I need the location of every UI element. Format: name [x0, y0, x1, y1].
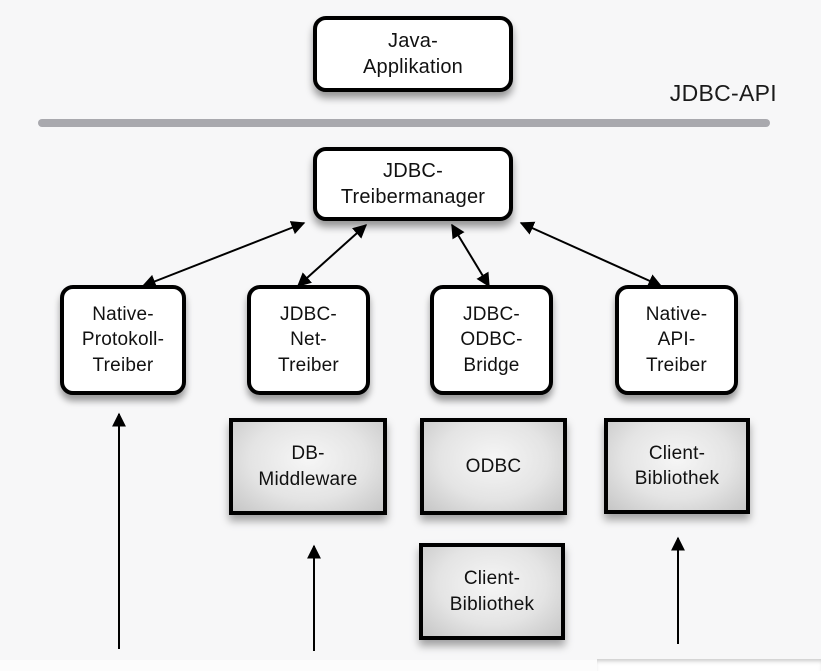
jdbc-api-label: JDBC-API — [669, 80, 777, 106]
node-jdbc-driver-manager: JDBC- Treibermanager — [313, 147, 513, 221]
node-db-middleware-label: DB- Middleware — [258, 443, 358, 490]
node-client-library-bottom: Client- Bibliothek — [419, 543, 565, 640]
node-jdbc-net-driver: JDBC- Net- Treiber — [247, 285, 370, 395]
node-native-protocol-driver: Native- Protokoll- Treiber — [60, 285, 186, 395]
node-client-library-right: Client- Bibliothek — [604, 418, 750, 514]
arrow-drivermanager-jdbc-net — [296, 224, 368, 287]
node-db-middleware: DB- Middleware — [229, 418, 387, 515]
arrow-drivermanager-jdbc-odbc — [451, 223, 490, 288]
node-native-api-driver-label: Native- API- Treiber — [645, 304, 708, 376]
node-client-library-right-label: Client- Bibliothek — [634, 442, 720, 489]
node-jdbc-net-driver-label: JDBC- Net- Treiber — [278, 304, 339, 376]
node-client-library-bottom-label: Client- Bibliothek — [449, 568, 535, 615]
node-jdbc-odbc-bridge-label: JDBC- ODBC- Bridge — [460, 304, 523, 376]
node-jdbc-driver-manager-label: JDBC- Treibermanager — [340, 159, 486, 208]
bottom-right-cutoff-box — [597, 659, 821, 671]
bottom-light-strip — [0, 660, 821, 671]
node-java-application-label: Java- Applikation — [362, 29, 464, 78]
jdbc-api-divider-line — [38, 119, 770, 127]
node-odbc: ODBC — [420, 418, 567, 515]
node-jdbc-odbc-bridge: JDBC- ODBC- Bridge — [430, 285, 553, 395]
node-java-application: Java- Applikation — [313, 16, 513, 92]
arrow-drivermanager-native-protocol — [141, 221, 306, 288]
node-native-protocol-driver-label: Native- Protokoll- Treiber — [81, 304, 165, 376]
node-native-api-driver: Native- API- Treiber — [615, 285, 738, 395]
node-odbc-label: ODBC — [465, 455, 522, 477]
arrow-drivermanager-native-api — [519, 221, 663, 288]
